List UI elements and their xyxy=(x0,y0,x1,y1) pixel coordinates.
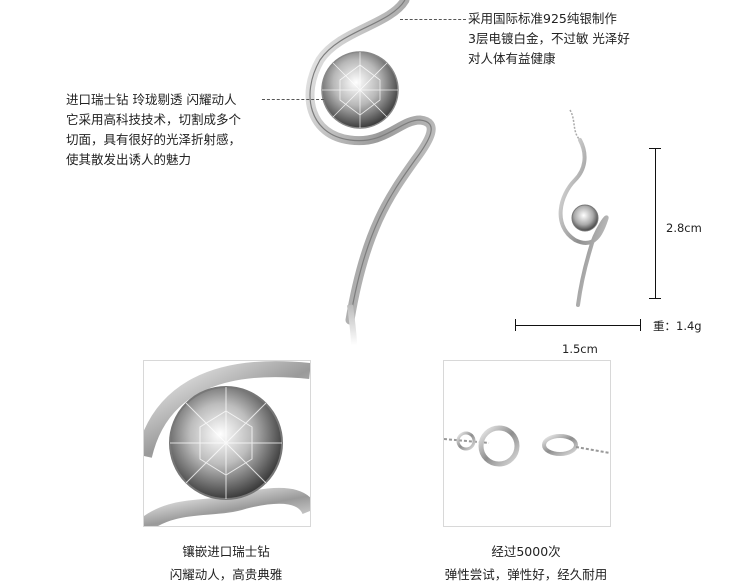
material-note: 采用国际标准925纯银制作 3层电镀白金，不过敏 光泽好 对人体有益健康 xyxy=(468,9,630,69)
pendant-small-image xyxy=(558,109,609,307)
width-label: 1.5cm xyxy=(562,342,598,356)
material-note-line-1: 采用国际标准925纯银制作 xyxy=(468,11,617,26)
clasp-caption-line-1: 经过5000次 xyxy=(491,544,561,559)
stone-note: 进口瑞士钻 玲珑剔透 闪耀动人 它采用高科技技术，切割成多个 切面，具有很好的光… xyxy=(66,90,241,170)
stone-caption-line-2: 闪耀动人，高贵典雅 xyxy=(169,567,283,582)
width-tick-left xyxy=(515,319,516,331)
material-note-line-3: 对人体有益健康 xyxy=(468,51,556,66)
stone-closeup-image xyxy=(144,361,310,526)
clasp-caption-line-2: 弹性尝试，弹性好，经久耐用 xyxy=(444,567,608,582)
leader-line-top-right xyxy=(400,19,466,20)
stone-closeup-frame xyxy=(143,360,311,527)
leader-line-left xyxy=(262,99,324,100)
clasp-closeup-image xyxy=(444,425,610,467)
stone-caption-line-1: 镶嵌进口瑞士钻 xyxy=(182,544,270,559)
clasp-closeup-frame xyxy=(443,360,611,527)
material-note-line-2: 3层电镀白金，不过敏 光泽好 xyxy=(468,31,630,46)
height-dimension-line xyxy=(655,148,656,298)
weight-label: 重：1.4g xyxy=(653,319,702,333)
stone-note-line-1: 进口瑞士钻 玲珑剔透 闪耀动人 xyxy=(66,92,237,107)
stone-note-line-2: 它采用高科技技术，切割成多个 xyxy=(66,112,242,127)
height-tick-bottom xyxy=(649,298,661,299)
height-tick-top xyxy=(649,148,661,149)
stone-note-line-3: 切面，具有很好的光泽折射感， xyxy=(66,132,242,147)
pendant-large-image xyxy=(305,0,436,345)
stone-note-line-4: 使其散发出诱人的魅力 xyxy=(66,152,192,167)
width-tick-right xyxy=(640,319,641,331)
width-dimension-line xyxy=(515,325,640,326)
height-label: 2.8cm xyxy=(666,221,702,235)
